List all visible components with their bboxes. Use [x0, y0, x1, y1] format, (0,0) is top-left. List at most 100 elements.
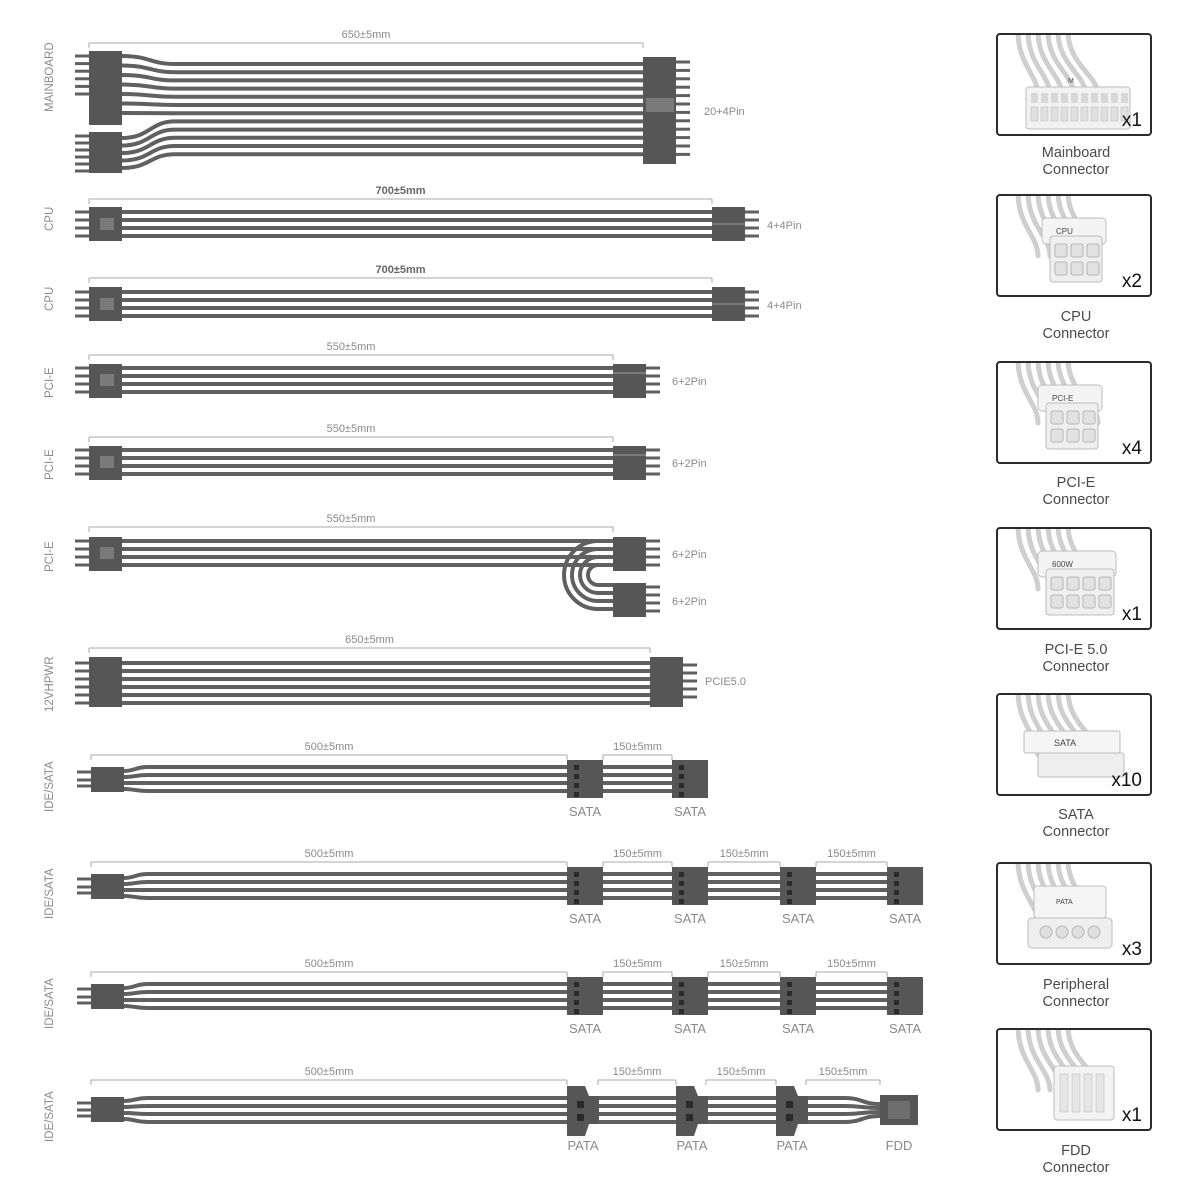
connector-label: SATA [782, 1021, 814, 1036]
dimension: 650±5mm [88, 29, 644, 48]
pin-contact [574, 1000, 579, 1005]
svg-text:600W: 600W [1052, 560, 1073, 569]
dimension: 150±5mm [602, 741, 673, 760]
connector-caption-line: CPU [1060, 309, 1092, 325]
wire [123, 990, 922, 996]
pin-contact [679, 899, 684, 904]
wire [121, 63, 643, 75]
connector-latch [100, 374, 114, 386]
sata-connector-body [780, 867, 816, 905]
dimension: 650±5mm [88, 634, 651, 653]
connector-caption-line: PCI-E [1056, 475, 1096, 491]
wire [123, 1114, 881, 1124]
wire [123, 982, 922, 990]
dimension: 150±5mm [602, 958, 673, 977]
dimension-label: 150±5mm [827, 848, 876, 860]
sata-connector-psu [91, 874, 124, 899]
pin-label: 6+2Pin [672, 376, 707, 388]
connector-quantity: x4 [1121, 438, 1142, 459]
connector-latch [100, 218, 114, 230]
connector-quantity: x1 [1121, 110, 1142, 131]
pin-contact [574, 783, 579, 788]
wire [123, 1096, 881, 1106]
pin-contact [787, 1000, 792, 1005]
sata-connector-body [780, 977, 816, 1015]
connector-quantity: x2 [1121, 271, 1142, 292]
dimension-label: 150±5mm [613, 848, 662, 860]
wire [123, 1004, 922, 1010]
pin-contact [686, 1101, 693, 1108]
wire [123, 894, 922, 900]
pin-contact [679, 765, 684, 770]
cable-name: 12VHPWR [44, 656, 56, 712]
pin-contact [577, 1114, 584, 1121]
pin-contact [679, 982, 684, 987]
dimension-label: 500±5mm [305, 741, 354, 753]
wire [121, 73, 643, 83]
connector-latch [100, 298, 114, 310]
connector-card: PATA x3 [996, 862, 1152, 965]
wire [123, 1104, 881, 1110]
pin-contact [574, 881, 579, 886]
dimension: 500±5mm [90, 958, 568, 977]
pin-label: 6+2Pin [672, 549, 707, 561]
pin-contact [679, 881, 684, 886]
connector-card: x1 [996, 1028, 1152, 1131]
connector-caption-line: Connector [1042, 326, 1110, 342]
cable-name: IDE/SATA [44, 761, 56, 812]
connector-label: SATA [674, 1021, 706, 1036]
wire-loop [570, 547, 613, 603]
pin-contact [787, 890, 792, 895]
svg-text:PATA: PATA [1056, 899, 1073, 906]
pin-contact [679, 872, 684, 877]
connector-label: SATA [889, 911, 921, 926]
wire [121, 144, 643, 163]
pin-label: 6+2Pin [672, 596, 707, 608]
pata-connector: PATA [567, 1086, 599, 1153]
svg-text:M: M [1068, 78, 1074, 85]
fdd-connector-face [888, 1101, 910, 1119]
connector-caption-line: Connector [1042, 824, 1110, 840]
connector-caption-line: Mainboard [1041, 145, 1111, 161]
sata-connector: SATA [887, 977, 923, 1036]
dimension: 150±5mm [705, 1066, 777, 1085]
sata-connector-body [672, 760, 708, 798]
pata-connector-body [776, 1086, 808, 1136]
dimension: 150±5mm [597, 1066, 677, 1085]
pata-connector: PATA [676, 1086, 708, 1153]
pata-connector-body [567, 1086, 599, 1136]
pin-contact [574, 1009, 579, 1014]
connector-caption-line: Connector [1042, 162, 1110, 178]
pin-contact [679, 783, 684, 788]
sata-connector-body [672, 977, 708, 1015]
pin-contact [786, 1114, 793, 1121]
wire [123, 787, 708, 793]
dimension: 550±5mm [88, 513, 614, 532]
pin-contact [894, 890, 899, 895]
cable-name: IDE/SATA [44, 1091, 56, 1142]
dimension-label: 150±5mm [613, 958, 662, 970]
dimension-label: 150±5mm [819, 1066, 868, 1078]
sata-connector: SATA [672, 760, 708, 819]
sata-connector: SATA [780, 867, 816, 926]
pin-contact [787, 872, 792, 877]
wire [121, 127, 643, 148]
dimension-label: 550±5mm [327, 423, 376, 435]
connector-quantity: x1 [1121, 1105, 1142, 1126]
pin-contact [574, 890, 579, 895]
pin-contact [894, 1009, 899, 1014]
dimension-label: 500±5mm [305, 848, 354, 860]
dimension: 500±5mm [90, 741, 568, 760]
connector-quantity: x3 [1121, 939, 1142, 960]
pcie-connector-gpu [613, 446, 646, 480]
sata-connector-body [887, 977, 923, 1015]
